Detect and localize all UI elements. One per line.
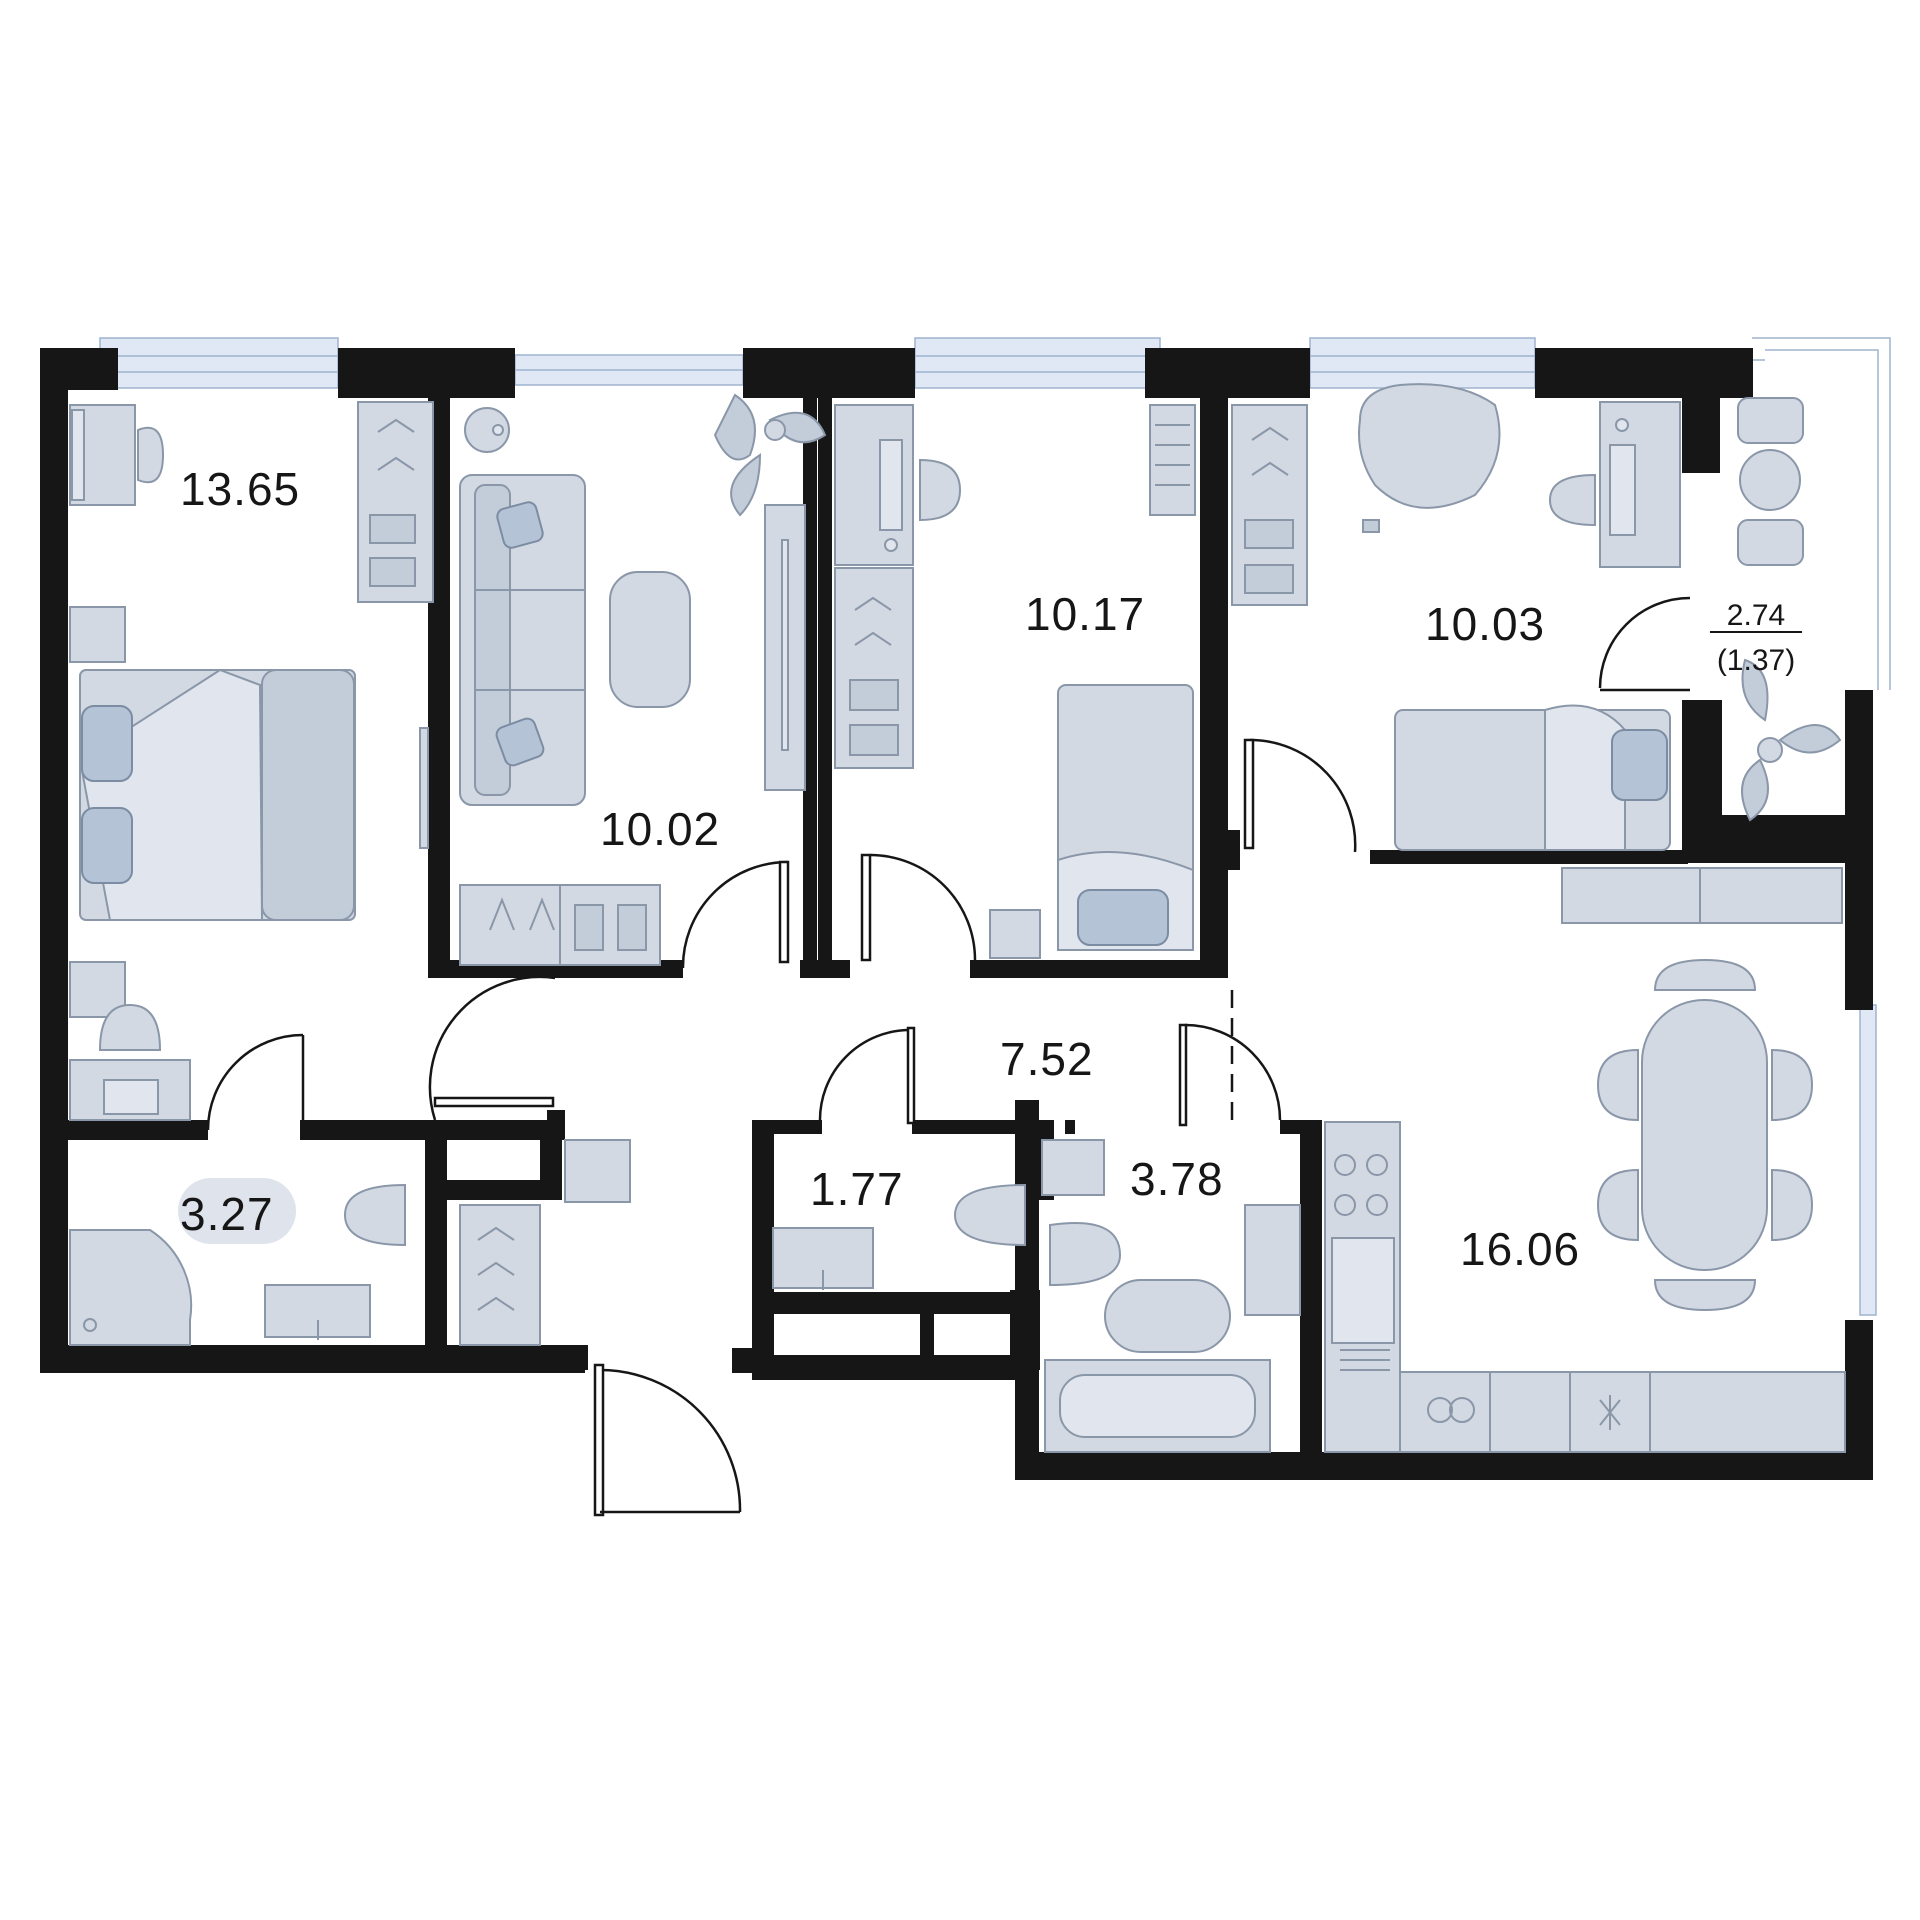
walls (40, 348, 1873, 1480)
plant-icon (1741, 658, 1842, 822)
cabinet-icon (1561, 867, 1843, 924)
room-area-bedroom-3: 10.03 (1425, 598, 1545, 650)
balcony-reduced-area: (1.37) (1717, 644, 1795, 677)
dining-table-icon (1641, 999, 1768, 1271)
chair-icon (137, 426, 165, 484)
balcony-area: 2.74 (1727, 599, 1785, 632)
room-area-bathroom-small: 3.27 (180, 1188, 274, 1240)
toilet-icon (1049, 1222, 1122, 1287)
chair-icon (1771, 1168, 1814, 1242)
nightstand-icon (69, 606, 126, 663)
table-icon (1739, 449, 1801, 511)
room-area-hallway: 7.52 (1000, 1033, 1094, 1085)
bedroom-2-furniture (834, 404, 1196, 959)
toilet-icon (953, 1183, 1026, 1247)
shower-icon (69, 1229, 193, 1346)
chair-icon (1771, 1048, 1814, 1122)
doors (206, 596, 1691, 1517)
keyboard-icon (1609, 444, 1636, 536)
coffee-table-icon (609, 571, 691, 708)
keyboard-icon (879, 439, 903, 531)
toilet-icon (343, 1183, 406, 1247)
bath-mat-icon (1104, 1279, 1231, 1353)
kitchen-furniture (1324, 867, 1846, 1453)
chair-icon (1548, 473, 1596, 527)
chair-icon (1596, 1048, 1639, 1122)
nightstand-icon (989, 909, 1041, 959)
wardrobe-icon (459, 1204, 541, 1346)
chair-icon (1653, 958, 1757, 991)
armchair-icon (1358, 383, 1501, 509)
living-furniture (459, 393, 827, 966)
room-area-kitchen: 16.06 (1460, 1223, 1580, 1275)
balcony-furniture (1737, 397, 1842, 822)
plant-icon (713, 393, 827, 517)
oven-icon (1427, 1397, 1453, 1423)
bedroom-3-furniture (1231, 383, 1681, 851)
chair-icon (1596, 1168, 1639, 1242)
counter-icon (1399, 1371, 1846, 1453)
chair-icon (1653, 1279, 1757, 1312)
area-badge (178, 1178, 296, 1244)
radiator-icon (1149, 404, 1196, 516)
sink-icon (1331, 1237, 1395, 1344)
room-area-bathroom: 3.78 (1130, 1153, 1224, 1205)
room-area-living-room: 10.02 (600, 803, 720, 855)
chair-icon (1737, 397, 1804, 444)
chair-icon (919, 458, 962, 522)
ottoman-icon (564, 1139, 631, 1203)
area-labels: 13.65 10.02 10.17 10.03 7.52 3.27 1.77 3… (180, 463, 1802, 1275)
tv-icon (419, 727, 429, 849)
windows (99, 337, 1891, 1316)
gamepad-icon (1362, 519, 1380, 533)
freezer-icon (1599, 1395, 1621, 1430)
chair-icon (1737, 519, 1804, 566)
room-area-bedroom-1: 13.65 (180, 463, 300, 515)
chair-icon (98, 1003, 162, 1051)
washing-machine-icon (1041, 1139, 1105, 1196)
stove-icon (1334, 1154, 1356, 1176)
room-area-toilet: 1.77 (810, 1163, 904, 1215)
sink-icon (1244, 1204, 1301, 1316)
bathroom-furniture (69, 1139, 1301, 1453)
robot-vacuum-icon (464, 407, 510, 453)
bedroom-1-furniture (69, 401, 434, 1121)
room-area-bedroom-2: 10.17 (1025, 588, 1145, 640)
laptop-icon (103, 1079, 159, 1115)
